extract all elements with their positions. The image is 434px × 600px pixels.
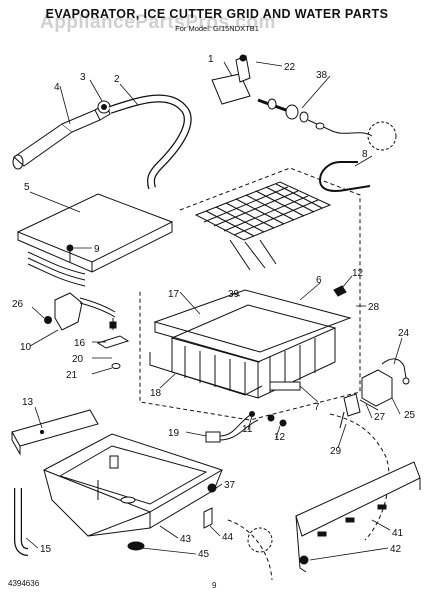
part-5-drawing [16,193,174,287]
part-39-evaporator-grid [194,181,332,271]
callout-43: 43 [180,534,192,545]
callout-1: 1 [208,54,214,65]
callout-7: 7 [314,402,320,413]
callout-16: 16 [74,338,86,349]
part-1-22-38-drawing [211,54,397,151]
callout-24: 24 [398,328,410,339]
callout-37: 37 [224,480,236,491]
document-code: 4394636 [8,579,40,588]
callout-20: 20 [72,354,84,365]
callout-26: 26 [12,299,24,310]
callout-11: 11 [242,424,253,435]
callout-9: 9 [94,244,100,255]
callout-12b: 12 [274,432,286,443]
part-16-20-21-drawing [96,318,130,369]
callout-2: 2 [114,74,120,85]
callout-17: 17 [168,289,180,300]
callout-13: 13 [22,397,34,408]
callout-29: 29 [330,446,342,457]
callout-42: 42 [390,544,402,555]
callout-18: 18 [150,388,162,399]
part-26-10-drawing [44,292,116,331]
callout-labels: 1 22 38 3 2 4 8 5 9 12 6 39 17 28 26 10 … [12,54,416,560]
model-subtitle: For Model: GI15NDXTB1 [175,24,259,33]
part-4-drawing [12,103,111,170]
part-24-25-27-29-drawing [329,358,410,541]
callout-6: 6 [316,275,322,286]
callout-3: 3 [80,72,86,83]
callout-45: 45 [198,549,210,560]
callout-22: 22 [284,62,296,73]
callout-12a: 12 [352,268,364,279]
callout-21: 21 [66,370,78,381]
callout-5: 5 [24,182,30,193]
callout-4: 4 [54,82,60,93]
callout-8: 8 [362,149,368,160]
callout-44: 44 [222,532,234,543]
part-41-42-drawing [227,461,421,581]
watermark: AppliancePartsPros.com [40,12,276,33]
page-title: EVAPORATOR, ICE CUTTER GRID AND WATER PA… [45,7,389,21]
callout-25: 25 [404,410,416,421]
callout-10: 10 [20,342,32,353]
callout-28: 28 [368,302,380,313]
part-3-drawing [97,100,111,114]
callout-39: 39 [228,289,240,300]
part-9-drawing [66,244,74,262]
part-13-drawing [11,409,99,456]
callout-41: 41 [392,528,404,539]
part-15-drawing [14,488,29,556]
part-12-drawing [279,285,347,427]
part-6-17-18-7-drawing [149,289,352,399]
leader-lines [25,61,403,561]
part-11-19-drawing [205,411,275,443]
part-43-drawing [42,433,224,537]
callout-27: 27 [374,412,386,423]
page-number: 9 [212,581,217,590]
part-2-drawing [108,94,192,189]
callout-19: 19 [168,428,180,439]
part-8-drawing [318,161,371,192]
callout-38: 38 [316,70,328,81]
callout-15: 15 [40,544,52,555]
